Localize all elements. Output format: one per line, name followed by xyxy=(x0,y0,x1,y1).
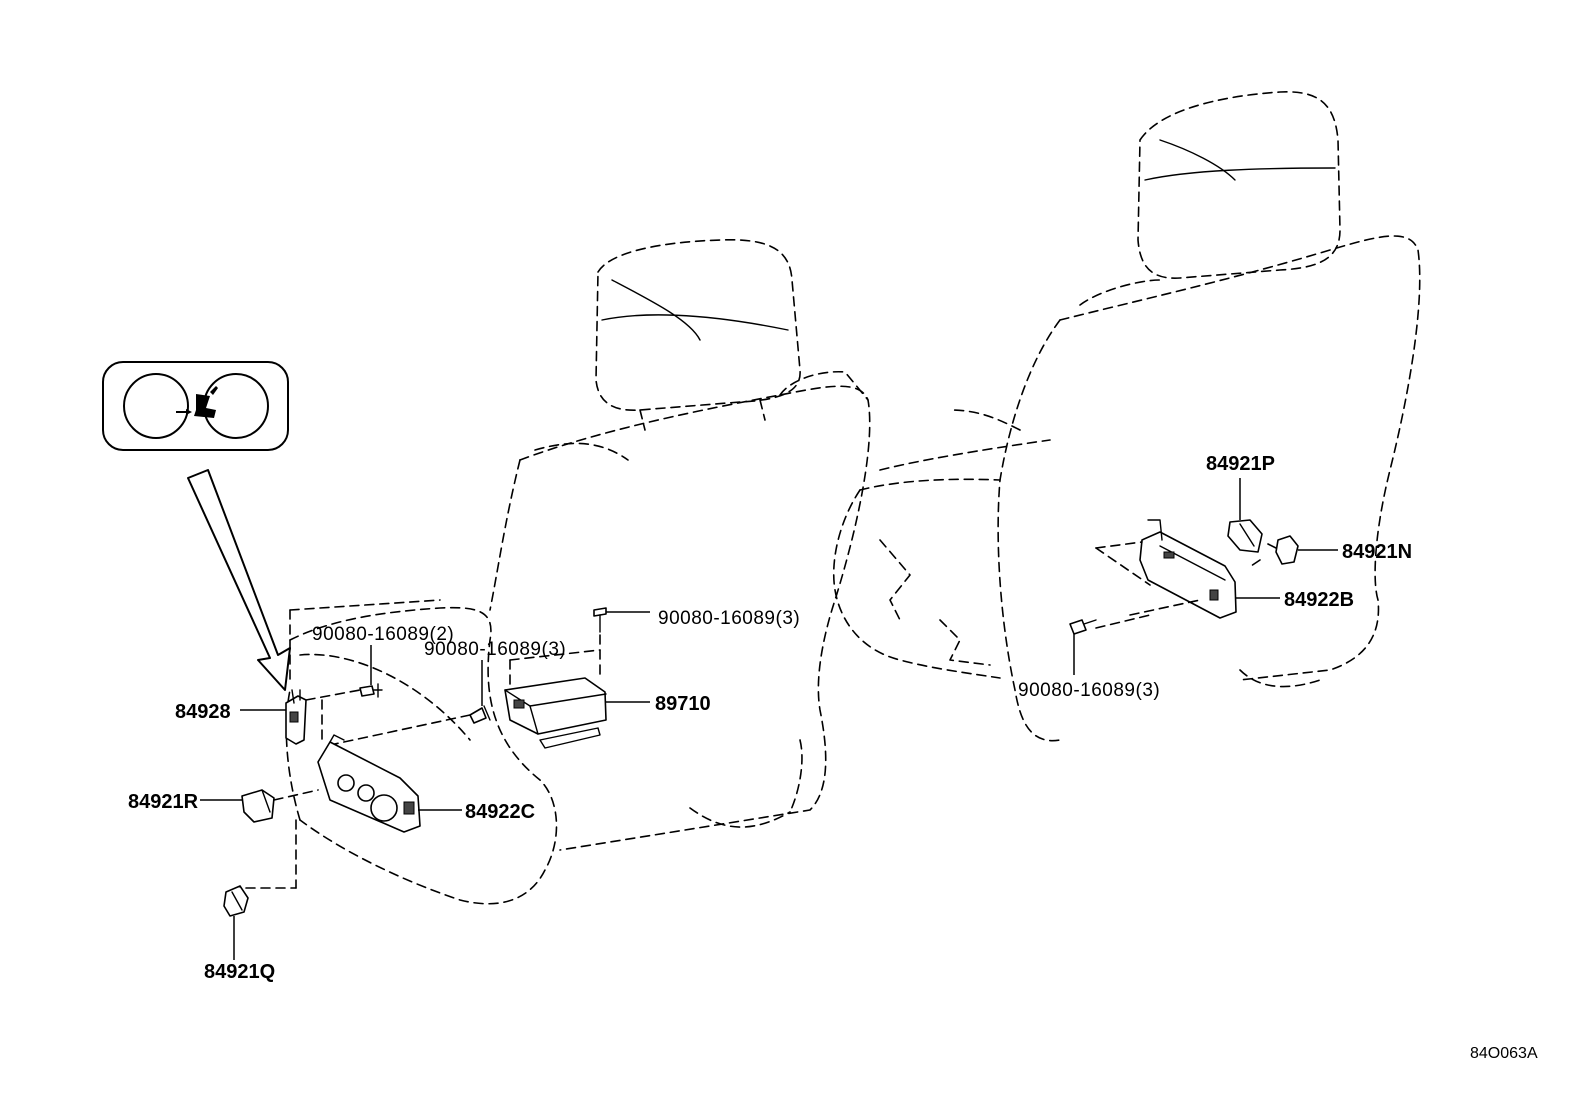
left-seat-cushion xyxy=(289,606,558,905)
label-84928: 84928 xyxy=(175,701,231,723)
label-84921P: 84921P xyxy=(1206,453,1275,475)
left-seat-back xyxy=(519,385,871,851)
switch-inset-callout xyxy=(102,361,291,691)
right-headrest xyxy=(1137,91,1341,279)
seat-heater-icon xyxy=(176,386,218,418)
bolt-90080-16089-3-right xyxy=(1069,619,1097,635)
part-84928-switch xyxy=(285,689,307,745)
part-84922C-switch-assy xyxy=(317,734,421,833)
part-84922B-switch-assy xyxy=(1139,519,1237,619)
label-bolt-3-right: 90080-16089(3) xyxy=(1018,680,1160,701)
part-84921Q-knob xyxy=(223,885,249,917)
label-bolt-2: 90080-16089(2) xyxy=(312,624,454,645)
part-89710-ecu xyxy=(504,677,607,749)
label-bolt-3-top: 90080-16089(3) xyxy=(658,608,800,629)
left-headrest xyxy=(595,239,801,431)
bolt-90080-16089-3-top xyxy=(593,607,607,633)
right-seat-back xyxy=(1059,235,1421,681)
label-84921R: 84921R xyxy=(128,791,199,813)
part-84921R-knob xyxy=(241,789,275,823)
diagram-code: 84O063A xyxy=(1470,1045,1538,1062)
label-84922B: 84922B xyxy=(1284,589,1354,611)
bolt-90080-16089-2 xyxy=(359,683,383,698)
label-84922C: 84922C xyxy=(465,801,535,823)
label-84921N: 84921N xyxy=(1342,541,1412,563)
right-seat xyxy=(832,91,1421,742)
label-bolt-3-left: 90080-16089(3) xyxy=(424,639,566,660)
part-84921N-knob xyxy=(1275,535,1299,565)
bolt-90080-16089-3-left xyxy=(469,705,491,724)
label-89710: 89710 xyxy=(655,693,711,715)
callout-arrow xyxy=(187,469,291,691)
part-84921P-knob xyxy=(1227,519,1263,553)
label-84921Q: 84921Q xyxy=(204,961,275,983)
right-seat-cushion xyxy=(879,439,1051,471)
